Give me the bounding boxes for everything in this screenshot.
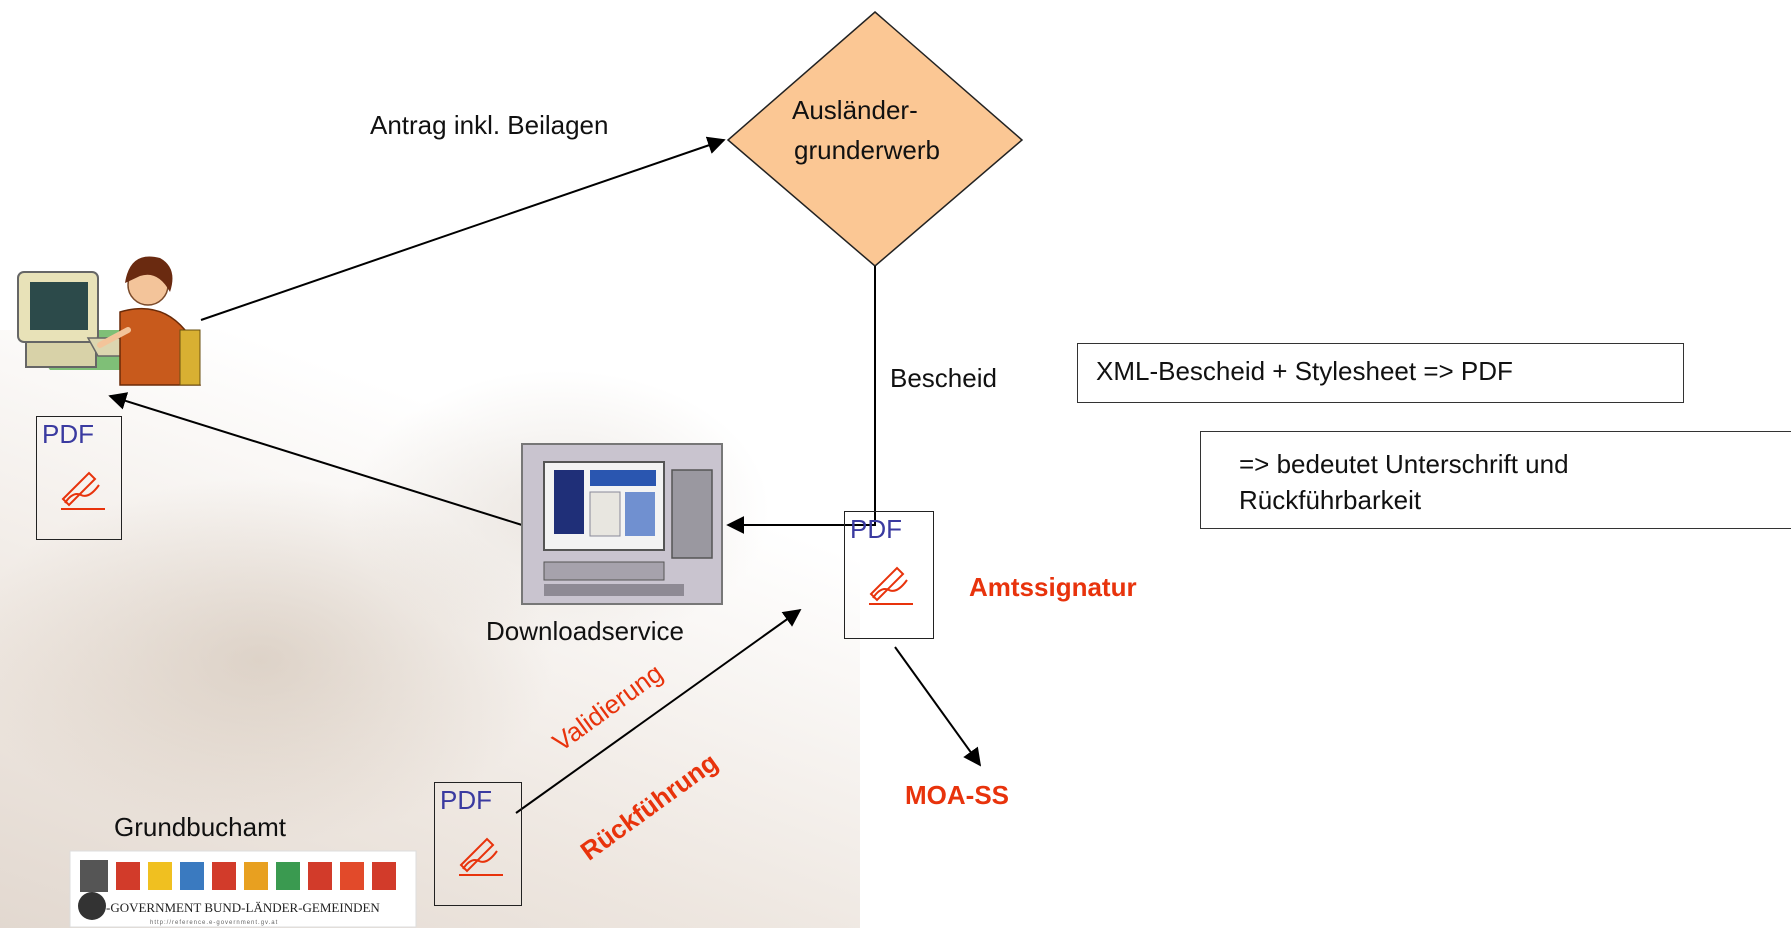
xml-bescheid-text: XML-Bescheid + Stylesheet => PDF xyxy=(1096,356,1513,386)
signature-pen-icon xyxy=(459,837,503,876)
arrow-to-user xyxy=(108,392,523,526)
line-bescheid xyxy=(726,266,876,534)
arrow-antrag xyxy=(200,136,726,321)
amtssignatur-label: Amtssignatur xyxy=(969,572,1137,602)
pdf-doc-signed: PDF xyxy=(844,511,934,639)
pdf-label: PDF xyxy=(42,419,94,449)
bescheid-label: Bescheid xyxy=(890,363,997,393)
logo-text: -GOVERNMENT BUND-LÄNDER-GEMEINDEN xyxy=(106,900,380,915)
antrag-label: Antrag inkl. Beilagen xyxy=(370,110,609,140)
signature-pen-icon xyxy=(61,471,105,510)
auslaender-label-1: Ausländer- xyxy=(792,95,918,125)
auslaender-label-2: grunderwerb xyxy=(794,135,940,165)
pdf-doc-grundbuch: PDF xyxy=(434,782,522,906)
arrow-validierung xyxy=(515,608,802,814)
meaning-box: => bedeutet Unterschrift und Rückführbar… xyxy=(1200,431,1791,529)
logo-url: http://reference.e-government.gv.at xyxy=(150,920,278,926)
signature-pen-icon xyxy=(869,566,913,605)
arrow-moa-ss xyxy=(894,646,982,767)
egovernment-logo: -GOVERNMENT BUND-LÄNDER-GEMEINDEN http:/… xyxy=(69,850,417,928)
grundbuchamt-label: Grundbuchamt xyxy=(114,812,286,842)
user-computer-icon xyxy=(17,256,201,386)
meaning-line-1: => bedeutet Unterschrift und xyxy=(1239,449,1569,479)
xml-bescheid-box: XML-Bescheid + Stylesheet => PDF xyxy=(1077,343,1684,403)
pdf-label: PDF xyxy=(850,514,902,544)
downloadservice-computer-icon xyxy=(521,443,723,605)
pdf-doc-user: PDF xyxy=(36,416,122,540)
meaning-line-2: Rückführbarkeit xyxy=(1239,485,1422,515)
moa-ss-label: MOA-SS xyxy=(905,780,1009,810)
downloadservice-label: Downloadservice xyxy=(486,616,684,646)
pdf-label: PDF xyxy=(440,785,492,815)
